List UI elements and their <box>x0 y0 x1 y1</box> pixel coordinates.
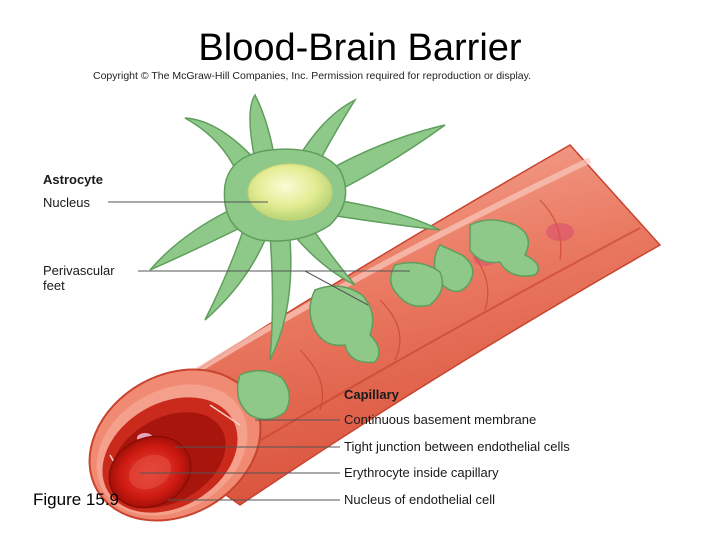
label-capillary: Capillary <box>344 387 399 402</box>
astrocyte-nucleus <box>247 163 333 221</box>
label-astrocyte: Astrocyte <box>43 172 103 187</box>
label-perivascular-feet: feet <box>43 278 65 293</box>
label-tight-junction: Tight junction between endothelial cells <box>344 439 570 454</box>
label-endothelial-nucleus: Nucleus of endothelial cell <box>344 492 496 507</box>
label-nucleus: Nucleus <box>43 195 90 210</box>
figure-caption: Figure 15.9 <box>33 490 119 509</box>
copyright-notice: Copyright © The McGraw-Hill Companies, I… <box>93 70 532 82</box>
leader-perivascular-feet-diagonal <box>304 270 369 306</box>
label-perivascular: Perivascular <box>43 263 115 278</box>
leader-lines <box>108 201 410 501</box>
slide-title: Blood-Brain Barrier <box>198 27 522 69</box>
label-basement-membrane: Continuous basement membrane <box>344 412 537 427</box>
erythrocyte <box>108 435 192 509</box>
label-erythrocyte: Erythrocyte inside capillary <box>344 465 499 480</box>
